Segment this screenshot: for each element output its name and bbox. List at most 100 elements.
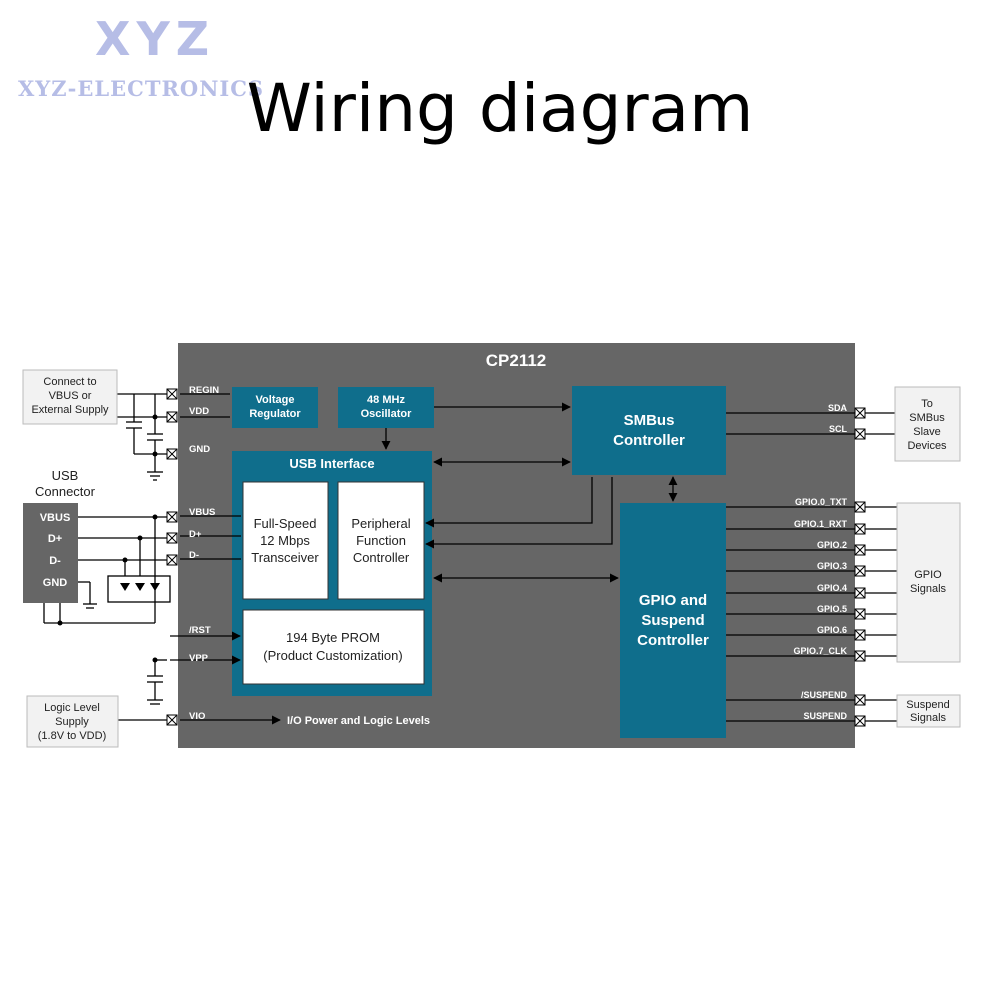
junction-dot [152, 414, 158, 420]
pin-terminal [166, 388, 178, 400]
gpio-suspend-controller-block [620, 503, 726, 738]
pin-terminal [166, 411, 178, 423]
junction-dot [152, 451, 158, 457]
gpio-label-3: Controller [637, 632, 709, 649]
voltage-regulator-block [232, 387, 318, 428]
logic-supply-label-2: Supply [55, 716, 89, 728]
pin-gpio3: GPIO.3 [817, 561, 847, 571]
io-power-label: I/O Power and Logic Levels [287, 715, 430, 727]
suspend-signals-label-1: Suspend [906, 699, 949, 711]
smbus-label-1: SMBus [624, 412, 675, 429]
pin-terminal [854, 501, 866, 513]
smbus-devices-box [894, 386, 961, 462]
pin-terminal [166, 511, 178, 523]
gpio-label-1: GPIO and [639, 592, 707, 609]
pin-gpio2: GPIO.2 [817, 540, 847, 550]
logic-supply-box [26, 695, 119, 748]
pin-terminal [854, 629, 866, 641]
brand-logo-mark: XYZ [95, 12, 216, 66]
transceiver-label-2: 12 Mbps [260, 533, 310, 548]
junction-dot [57, 620, 63, 626]
pin-terminal [166, 448, 178, 460]
smbus-devices-label-4: Devices [907, 440, 947, 452]
gpio-label-2: Suspend [641, 612, 704, 629]
page-title: Wiring diagram [246, 70, 754, 147]
pin-gpio5: GPIO.5 [817, 604, 847, 614]
pin-terminal [854, 565, 866, 577]
oscillator-label-1: 48 MHz [367, 394, 405, 406]
pin-sda: SDA [828, 403, 848, 413]
pin-suspend: SUSPEND [803, 711, 847, 721]
junction-dot [122, 557, 128, 563]
pin-terminal [854, 407, 866, 419]
peripheral-smbus-line-2 [425, 477, 613, 549]
logic-supply-label-1: Logic Level [44, 702, 100, 714]
esd-diode-icon [150, 583, 160, 591]
pin-terminal [166, 554, 178, 566]
pin-terminal [854, 587, 866, 599]
transceiver-label-1: Full-Speed [254, 516, 317, 531]
oscillator-block [338, 387, 434, 428]
usb-pin-dminus: D- [49, 555, 61, 567]
esd-protection-box [107, 575, 171, 603]
gpio-signals-label-1: GPIO [914, 569, 942, 581]
smbus-devices-label-2: SMBus [909, 412, 945, 424]
peripheral-label-1: Peripheral [351, 516, 410, 531]
external-supply-label-3: External Supply [31, 404, 109, 416]
pin-terminal [166, 532, 178, 544]
pin-terminal [854, 694, 866, 706]
pin-terminal [854, 544, 866, 556]
esd-diode-icon [135, 583, 145, 591]
pin-rst: /RST [189, 625, 211, 636]
usb-pin-vbus: VBUS [40, 512, 71, 524]
usb-interface-label: USB Interface [289, 456, 374, 471]
pin-terminal [854, 650, 866, 662]
pin-dplus: D+ [189, 529, 202, 540]
external-supply-label-1: Connect to [43, 376, 96, 388]
pin-regin: REGIN [189, 385, 219, 396]
smbus-devices-label-3: Slave [913, 426, 941, 438]
external-supply-label-2: VBUS or [49, 390, 92, 402]
pin-terminal [854, 608, 866, 620]
usb-pin-gnd: GND [43, 577, 68, 589]
esd-diode-icon [120, 583, 130, 591]
voltage-regulator-label-1: Voltage [256, 394, 295, 406]
peripheral-label-3: Controller [353, 550, 410, 565]
junction-dot [152, 657, 158, 663]
voltage-regulator-label-2: Regulator [249, 408, 301, 420]
pin-dminus: D- [189, 550, 199, 561]
pin-gpio1: GPIO.1_RXT [794, 519, 848, 529]
prom-label-2: (Product Customization) [263, 648, 402, 663]
pin-vpp: VPP [189, 653, 209, 664]
usb-pin-dplus: D+ [48, 533, 62, 545]
pin-gpio4: GPIO.4 [817, 583, 847, 593]
pin-terminal [854, 428, 866, 440]
pin-vbus: VBUS [189, 507, 215, 518]
suspend-signals-box [896, 694, 961, 728]
pin-gpio7: GPIO.7_CLK [793, 646, 847, 656]
prom-label-1: 194 Byte PROM [286, 630, 380, 645]
usb-connector-title-1: USB [52, 468, 79, 483]
oscillator-label-2: Oscillator [361, 408, 412, 420]
pin-terminal [854, 523, 866, 535]
pin-gpio0: GPIO.0_TXT [795, 497, 848, 507]
smbus-controller-block [572, 386, 726, 475]
pin-gnd: GND [189, 444, 210, 455]
pin-vdd: VDD [189, 406, 209, 417]
transceiver-block [242, 481, 329, 600]
gpio-signals-box [896, 502, 961, 663]
smbus-label-2: Controller [613, 432, 685, 449]
usb-connector-title-2: Connector [35, 484, 96, 499]
pin-suspend-n: /SUSPEND [801, 690, 848, 700]
transceiver-label-3: Transceiver [251, 550, 319, 565]
peripheral-controller-block [337, 481, 425, 600]
pin-scl: SCL [829, 424, 848, 434]
junction-dot [137, 535, 143, 541]
usb-connector-body [23, 503, 78, 603]
pin-vio: VIO [189, 711, 205, 722]
peripheral-smbus-line-1 [425, 477, 593, 528]
gpio-signals-label-2: Signals [910, 583, 947, 595]
pin-gpio6: GPIO.6 [817, 625, 847, 635]
suspend-signals-label-2: Signals [910, 712, 947, 724]
